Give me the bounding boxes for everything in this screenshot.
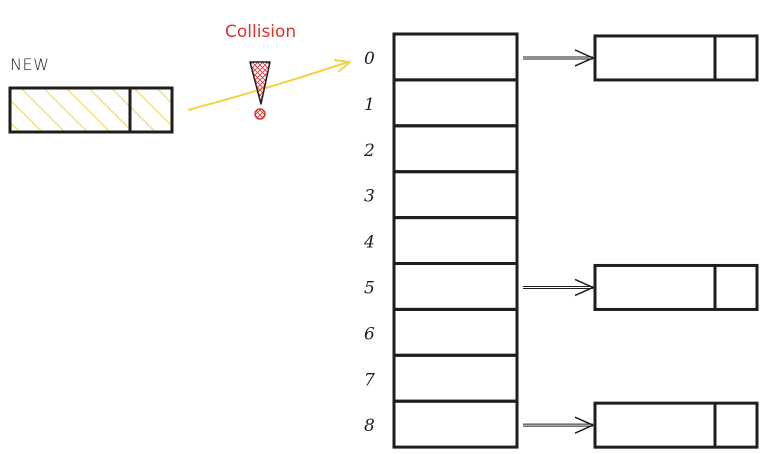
chain-pointer-arrow: [523, 278, 595, 297]
chain-pointer-arrow: [523, 416, 595, 434]
bucket-index-label: 1: [364, 95, 375, 115]
bucket-index-label: 4: [363, 233, 375, 253]
chained-entry-node: [593, 263, 759, 311]
bucket-index-label: 8: [364, 416, 375, 436]
bucket-table: 0 1 2 3 4 5 6 7 8: [363, 32, 759, 449]
bucket-cell: [392, 262, 519, 311]
bucket-cell: [392, 78, 519, 128]
bucket-index-label: 6: [364, 324, 375, 344]
bucket-index-label: 2: [363, 141, 375, 161]
collision-arrow: [187, 59, 351, 111]
new-entry-node: [8, 86, 174, 134]
bucket-cell: [392, 124, 519, 174]
bucket-row: 5: [364, 262, 759, 311]
bucket-row: 0: [364, 32, 759, 82]
bucket-row: 1: [364, 78, 519, 128]
bucket-index-label: 0: [364, 49, 375, 69]
bucket-index-label: 3: [364, 187, 375, 207]
new-entry-label: NEW: [10, 55, 49, 74]
bucket-cell: [392, 399, 519, 449]
bucket-cell: [392, 170, 519, 220]
bucket-row: 2: [363, 124, 519, 174]
bucket-row: 8: [364, 399, 759, 449]
chain-pointer-arrow: [523, 49, 595, 67]
bucket-row: 4: [363, 216, 519, 266]
bucket-cell: [392, 32, 519, 82]
bucket-cell: [392, 216, 519, 266]
collision-label: Collision: [225, 22, 296, 42]
chained-entry-node: [593, 34, 759, 82]
bucket-row: 7: [364, 353, 519, 403]
warning-exclamation-icon: [249, 61, 271, 120]
chained-entry-node: [593, 401, 759, 449]
bucket-cell: [392, 353, 519, 403]
bucket-row: 6: [364, 307, 519, 357]
bucket-index-label: 5: [364, 278, 375, 298]
bucket-index-label: 7: [364, 370, 375, 390]
bucket-row: 3: [364, 170, 519, 220]
bucket-cell: [392, 307, 519, 357]
